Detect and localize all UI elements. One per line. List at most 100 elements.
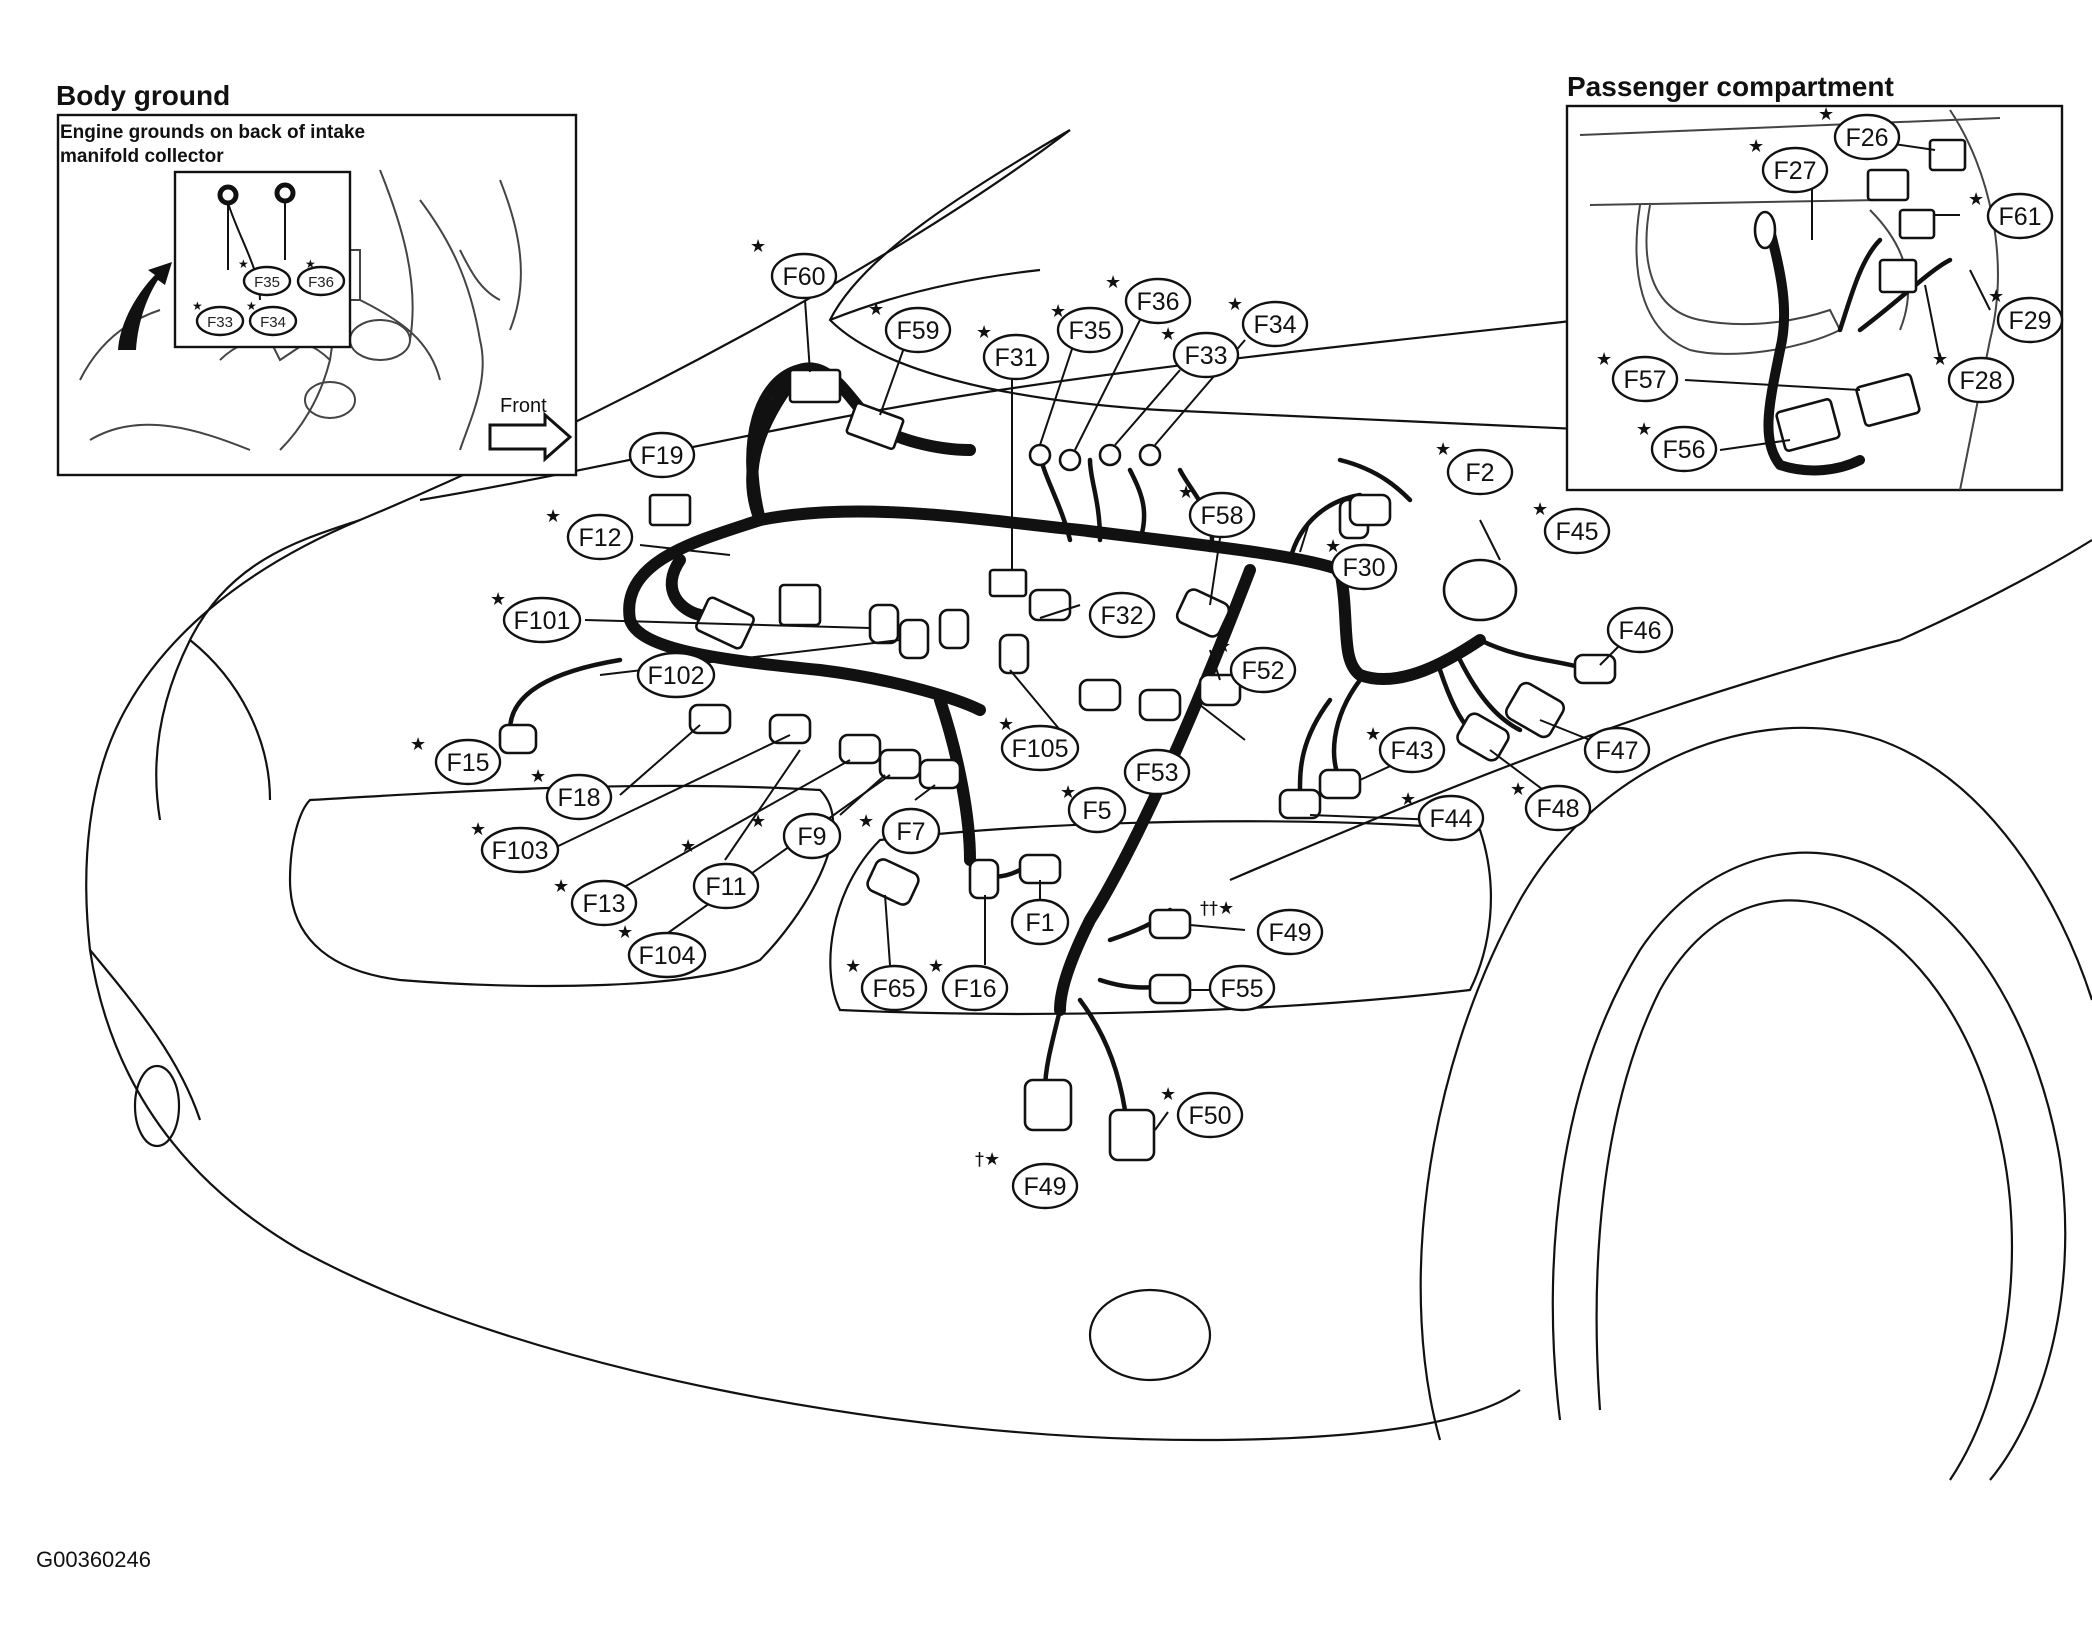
connector-label: F52 [1241, 657, 1284, 685]
connector-label: F36 [1136, 288, 1179, 316]
note-marks: ★ ★ ★ ★ ★ ★ ★ ★ ★ ★ ★ ★ ★ ★ ★ ★ ★ ★ ★ ★ … [410, 236, 1548, 1170]
svg-text:★: ★ [1060, 782, 1076, 803]
svg-text:★: ★ [680, 836, 696, 857]
connector-label: F33 [1184, 342, 1227, 370]
svg-text:††★: ††★ [1200, 898, 1234, 919]
connector-label: F60 [782, 263, 825, 291]
inset-connector-label: F28 [1959, 367, 2002, 395]
inset-caption-line1: Engine grounds on back of intake [60, 122, 365, 143]
svg-text:★: ★ [1636, 419, 1652, 440]
svg-text:★: ★ [1105, 272, 1121, 293]
svg-text:★: ★ [305, 257, 316, 271]
connector-label: F59 [896, 317, 939, 345]
inset-connector-label: F61 [1998, 203, 2041, 231]
inset-title-body-ground: Body ground [56, 80, 230, 111]
connector-bodies [498, 368, 1617, 1162]
connector-label: F43 [1390, 737, 1433, 765]
connector-label: F45 [1555, 518, 1598, 546]
connector-callouts: F60 F59 F31 F35 F36 F33 F34 F19 F2 F12 F… [434, 252, 1674, 1210]
connector-label: F32 [1100, 602, 1143, 630]
svg-text:★: ★ [410, 734, 426, 755]
svg-text:★: ★ [238, 257, 249, 271]
connector-label: F47 [1595, 737, 1638, 765]
inset-connector-label: F57 [1623, 366, 1666, 394]
svg-text:★: ★ [530, 766, 546, 787]
svg-text:★: ★ [998, 714, 1014, 735]
connector-label: F18 [557, 784, 600, 812]
inset-connector-label: F26 [1845, 124, 1888, 152]
connector-label: F2 [1465, 459, 1494, 487]
svg-text:★: ★ [1400, 789, 1416, 810]
svg-text:★: ★ [553, 876, 569, 897]
connector-label: F48 [1536, 795, 1579, 823]
inset-connector-label: F27 [1773, 157, 1816, 185]
connector-label: F53 [1135, 759, 1178, 787]
connector-label: F49 [1023, 1173, 1066, 1201]
connector-label: F46 [1618, 617, 1661, 645]
svg-text:★: ★ [1160, 1084, 1176, 1105]
figure-code: G00360246 [36, 1547, 151, 1572]
connector-label: F65 [872, 975, 915, 1003]
svg-text:★: ★ [868, 299, 884, 320]
inset-connector-label: F56 [1662, 436, 1705, 464]
connector-label: F1 [1025, 909, 1054, 937]
svg-text:★: ★ [246, 299, 257, 313]
connector-label: F19 [640, 442, 683, 470]
passenger-compartment-inset: Passenger compartment F26 F27 F61 F29 [1565, 71, 2064, 492]
svg-text:★: ★ [1748, 136, 1764, 157]
connector-label: F58 [1200, 502, 1243, 530]
inset-connector-label: F36 [308, 274, 334, 291]
connector-label: F9 [797, 823, 826, 851]
svg-text:★: ★ [1227, 294, 1243, 315]
svg-text:★: ★ [545, 506, 561, 527]
svg-text:★: ★ [617, 922, 633, 943]
connector-label: F101 [514, 607, 571, 635]
connector-label: F104 [639, 942, 696, 970]
svg-text:★: ★ [1988, 286, 2004, 307]
connector-label: F35 [1068, 317, 1111, 345]
svg-text:★: ★ [845, 956, 861, 977]
connector-label: F31 [994, 344, 1037, 372]
connector-label: F30 [1342, 554, 1385, 582]
car-body-outline [85, 129, 2092, 1481]
connector-label: F34 [1253, 311, 1296, 339]
connector-label: F7 [896, 818, 925, 846]
inset-title-passenger: Passenger compartment [1567, 71, 1894, 102]
svg-text:★: ★ [1818, 104, 1834, 125]
svg-text:★: ★ [1596, 349, 1612, 370]
svg-text:★: ★ [1178, 482, 1194, 503]
svg-text:★: ★ [470, 819, 486, 840]
connector-label: F105 [1012, 735, 1069, 763]
svg-text:★: ★ [976, 322, 992, 343]
connector-label: F50 [1188, 1102, 1231, 1130]
inset-connector-label: F35 [254, 274, 280, 291]
svg-text:★: ★ [1325, 536, 1341, 557]
connector-label: F5 [1082, 797, 1111, 825]
svg-text:★: ★ [1510, 779, 1526, 800]
svg-text:★: ★ [1050, 301, 1066, 322]
svg-text:★: ★ [1532, 499, 1548, 520]
connector-label: F55 [1220, 975, 1263, 1003]
svg-text:★: ★ [858, 811, 874, 832]
connector-label: F15 [446, 749, 489, 777]
svg-text:★: ★ [1365, 724, 1381, 745]
svg-text:★: ★ [1215, 636, 1231, 657]
inset-connector-label: F34 [260, 314, 286, 331]
body-ground-inset: Body ground Engine grounds on back of in… [56, 80, 578, 477]
inset-connector-label: F29 [2008, 307, 2051, 335]
svg-text:★: ★ [928, 956, 944, 977]
svg-text:★: ★ [1435, 439, 1451, 460]
connector-label: F12 [578, 524, 621, 552]
svg-text:★: ★ [1160, 324, 1176, 345]
connector-label: F49 [1268, 919, 1311, 947]
connector-label: F44 [1429, 805, 1472, 833]
svg-text:★: ★ [490, 589, 506, 610]
connector-label: F13 [582, 890, 625, 918]
svg-text:★: ★ [750, 236, 766, 257]
svg-text:★: ★ [192, 299, 203, 313]
svg-text:†★: †★ [975, 1149, 1000, 1170]
inset-caption-line2: manifold collector [60, 146, 224, 167]
svg-text:★: ★ [1968, 189, 1984, 210]
connector-label: F102 [648, 662, 705, 690]
